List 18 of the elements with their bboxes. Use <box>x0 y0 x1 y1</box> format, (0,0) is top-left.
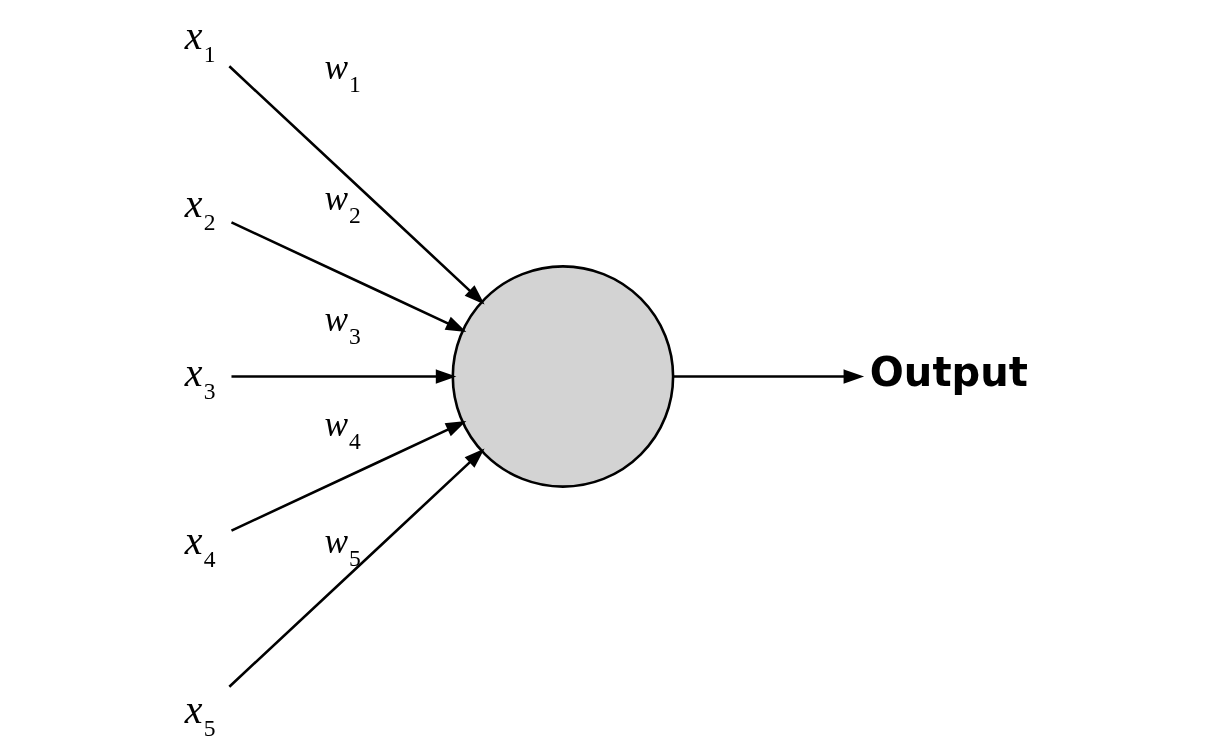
arrow <box>231 369 457 384</box>
edge-label: w$_{3}$ <box>324 300 361 350</box>
node-text: x$_{4}$ <box>184 518 216 573</box>
edge-label: w$_{2}$ <box>324 178 361 228</box>
arrow <box>230 221 467 332</box>
node-text: x$_{3}$ <box>184 349 216 404</box>
arrow <box>230 421 467 532</box>
node-text: x$_{1}$ <box>184 12 216 67</box>
edge-label: w$_{5}$ <box>324 521 361 571</box>
arrow <box>228 448 485 688</box>
node-text: x$_{5}$ <box>184 686 216 741</box>
node-circle <box>451 265 675 488</box>
arrow <box>228 65 485 305</box>
node-text: Output <box>869 348 1028 395</box>
edge-label: w$_{4}$ <box>324 404 361 454</box>
arrow <box>673 369 865 384</box>
node-text: x$_{2}$ <box>184 181 216 236</box>
edge-label: w$_{1}$ <box>324 48 361 98</box>
